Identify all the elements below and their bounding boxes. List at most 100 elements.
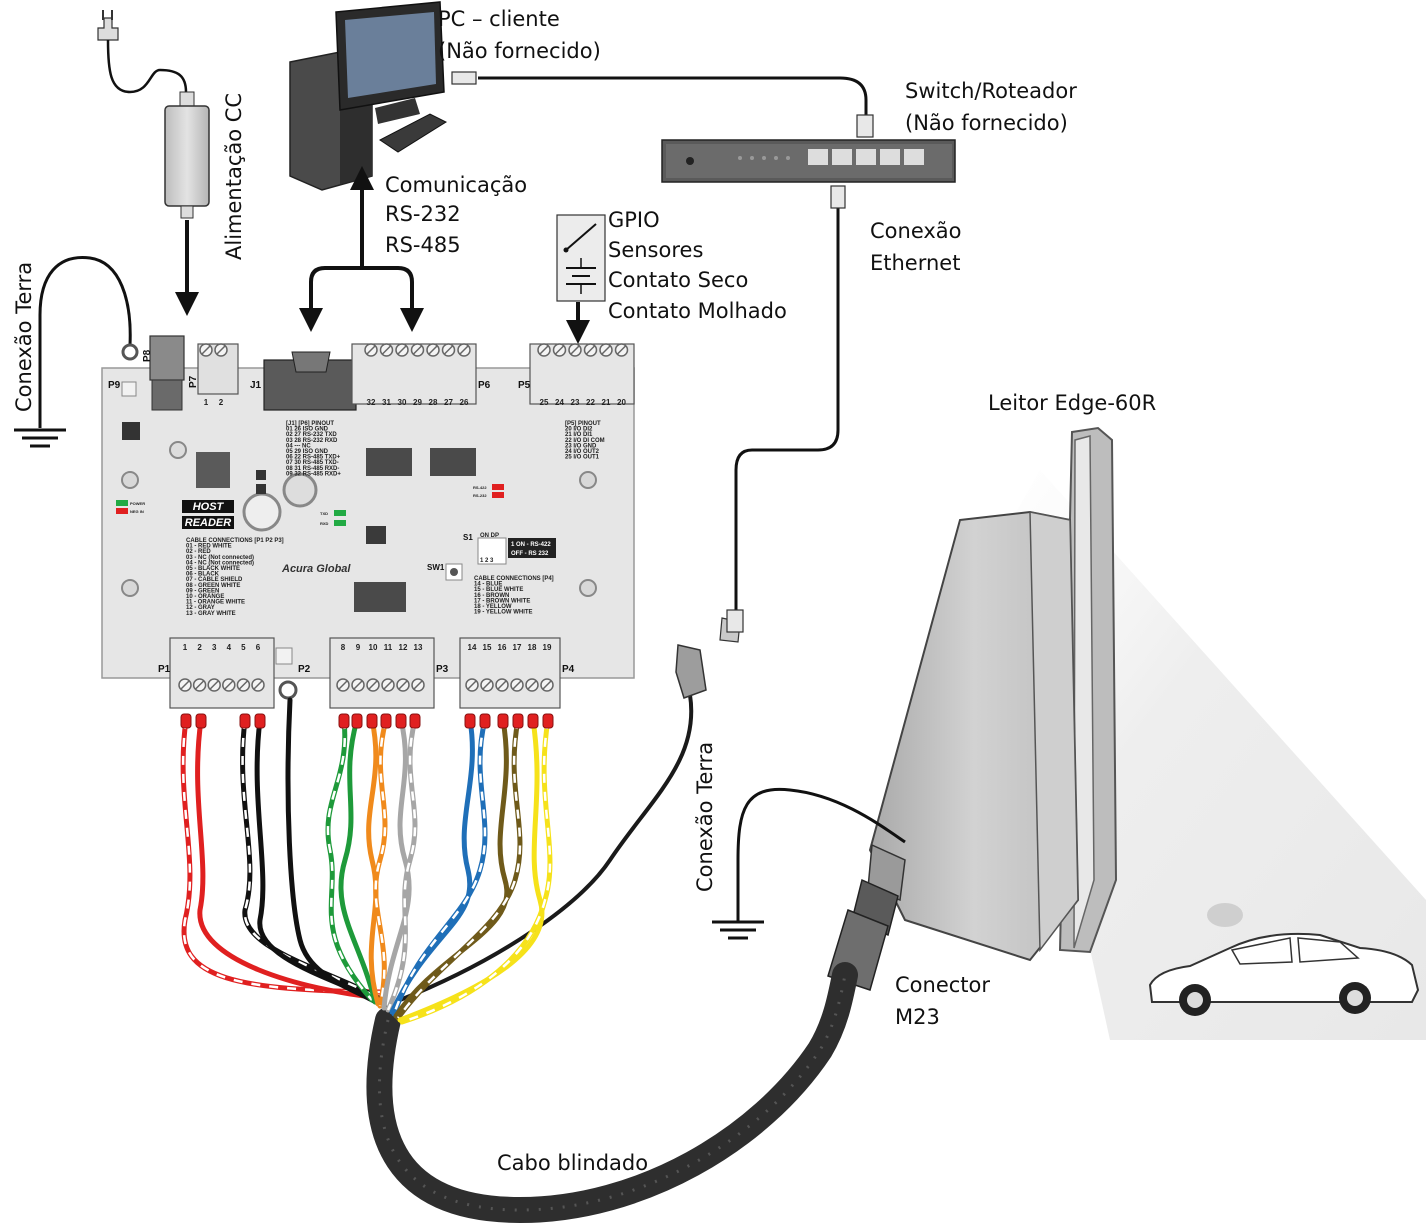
port-p3: P3 [436, 664, 449, 675]
cable-connections-p1-line: 08 - GREEN WHITE [186, 583, 240, 589]
wire-gray [381, 713, 412, 1011]
port-p5: P5 [518, 380, 531, 391]
p1-pin-number: 2 [197, 643, 202, 652]
p6-pin-number: 28 [429, 398, 438, 407]
port-p7: P7 [188, 375, 199, 388]
wire-brown-white [395, 713, 524, 1021]
ethernet-cable-pc [478, 76, 868, 118]
p5-pinout-line: 23 I/O GND [565, 443, 597, 449]
p5-pinout-title: [P5] PINOUT [565, 421, 601, 427]
p3-pin-number: 10 [369, 643, 378, 652]
rs232-label: RS-232 [385, 202, 461, 226]
rj45-plug-pc [451, 71, 477, 85]
p7-pin-number: 2 [219, 398, 224, 407]
pc-not-supplied-label: (Não fornecido) [438, 39, 601, 63]
p5-pinout-line: 21 I/O DI1 [565, 432, 593, 438]
p4-pin-number: 19 [543, 643, 552, 652]
wire-orange [366, 713, 381, 1007]
ground-connection-left-label: Conexão Terra [12, 261, 36, 412]
cable-connections-p4-title: CABLE CONNECTIONS [P4] [474, 576, 554, 582]
led-power-label: POWER [130, 501, 145, 506]
switch-not-supplied-label: (Não fornecido) [905, 111, 1068, 135]
ground-connection-right-label: Conexão Terra [693, 741, 717, 892]
p5-pin-number: 25 [540, 398, 549, 407]
port-p6: P6 [478, 380, 491, 391]
dry-contact-label: Contato Seco [608, 268, 749, 292]
p7-pin-number: 1 [204, 398, 209, 407]
ground-icon-left [14, 428, 66, 448]
p6-pin-number: 30 [398, 398, 407, 407]
p3-pin-number: 9 [356, 643, 361, 652]
rs485-label: RS-485 [385, 233, 461, 257]
s1-on-rs422: 1 ON - RS-422 [511, 542, 551, 548]
p5-pin-number: 23 [571, 398, 580, 407]
j1-pinout-line: 07 30 RS-485 TXD- [286, 460, 339, 466]
port-p4: P4 [562, 664, 575, 675]
cable-connections-p1-line: 13 - GRAY WHITE [186, 611, 236, 617]
ethernet-connection-label-2: Ethernet [870, 251, 961, 275]
p5-pin-number: 22 [586, 398, 595, 407]
ground-ring-terminal [121, 343, 139, 361]
wire-yellow-white [399, 713, 554, 1025]
cable-connections-p1-line: 11 - ORANGE WHITE [186, 600, 245, 606]
p4-pin-number: 14 [468, 643, 477, 652]
j1-pinout-line: 08 31 RS-485 RXD- [286, 466, 339, 472]
interface-board: HOST READER Acura Global SW1 S1 ON DP 1 … [101, 335, 635, 709]
cable-connections-p1-line: 03 - NC (Not connected) [186, 555, 254, 561]
led-rxd-label: RXD [320, 521, 329, 526]
rj45-plug-board [726, 609, 744, 633]
ethernet-cable-switch [734, 205, 840, 612]
p5-pinout-line: 20 I/O DI2 [565, 427, 593, 433]
ground-wire-reader [736, 787, 906, 922]
j1-pinout-line: 05 29 ISO GND [286, 449, 329, 455]
wire-orange-white [373, 713, 392, 1009]
p1-pin-number: 6 [256, 643, 261, 652]
p6-pin-number: 31 [382, 398, 391, 407]
gpio-label: GPIO [608, 208, 660, 232]
pc-client-label: PC – cliente [438, 7, 560, 31]
wire-gray-white [385, 713, 421, 1013]
p5-pin-number: 21 [602, 398, 611, 407]
cable-connections-p1-line: 01 - RED WHITE [186, 544, 232, 550]
p6-pin-number: 32 [367, 398, 376, 407]
wire-red-white [180, 713, 383, 995]
cable-connections-p1-line: 06 - BLACK [186, 572, 220, 578]
p5-pin-number: 24 [555, 398, 564, 407]
shielded-cable-label: Cabo blindado [497, 1151, 649, 1175]
p5-pinout-line: 24 I/O OUT2 [565, 449, 600, 455]
ethernet-cable-reader [399, 694, 694, 1002]
p4-pin-number: 15 [483, 643, 492, 652]
board-reader-label: READER [185, 517, 232, 529]
wire-green-white [325, 713, 375, 1003]
communication-label: Comunicação [385, 173, 528, 197]
connector-label-1: Conector [895, 973, 991, 997]
connector-label-2: M23 [895, 1005, 940, 1029]
cable-connections-p4-line: 14 - BLUE [474, 582, 502, 588]
p5-pinout-line: 22 I/O DI COM [565, 438, 605, 444]
gpio-sensor-icon [556, 214, 606, 302]
port-p9: P9 [108, 380, 121, 391]
wire-black [254, 713, 387, 1007]
p4-pin-number: 16 [498, 643, 507, 652]
cable-connections-p4-line: 18 - YELLOW [474, 604, 512, 610]
ground-wire-left [38, 256, 132, 428]
s1-label: S1 [463, 533, 473, 542]
cable-connections-p1-line: 07 - CABLE SHIELD [186, 577, 243, 583]
dc-power-supply [97, 10, 210, 219]
j1-pinout-line: 04 --- NC [286, 443, 311, 449]
p1-pin-number: 1 [183, 643, 188, 652]
s1-on-dp: ON DP [480, 533, 499, 539]
p3-pin-number: 12 [399, 643, 408, 652]
cable-connections-p1-title: CABLE CONNECTIONS [P1 P2 P3] [186, 538, 284, 544]
port-p8: P8 [142, 349, 153, 362]
dc-power-label: Alimentação CC [222, 92, 246, 260]
p3-pin-number: 8 [341, 643, 346, 652]
ground-icon-reader [712, 920, 764, 940]
p1-pin-number: 5 [241, 643, 246, 652]
j1-pinout-line: 01 26 ISO GND [286, 427, 329, 433]
switch-router-icon [661, 139, 956, 183]
s1-digits: 1 2 3 [480, 558, 494, 564]
cable-connections-p4-line: 19 - YELLOW WHITE [474, 610, 533, 616]
